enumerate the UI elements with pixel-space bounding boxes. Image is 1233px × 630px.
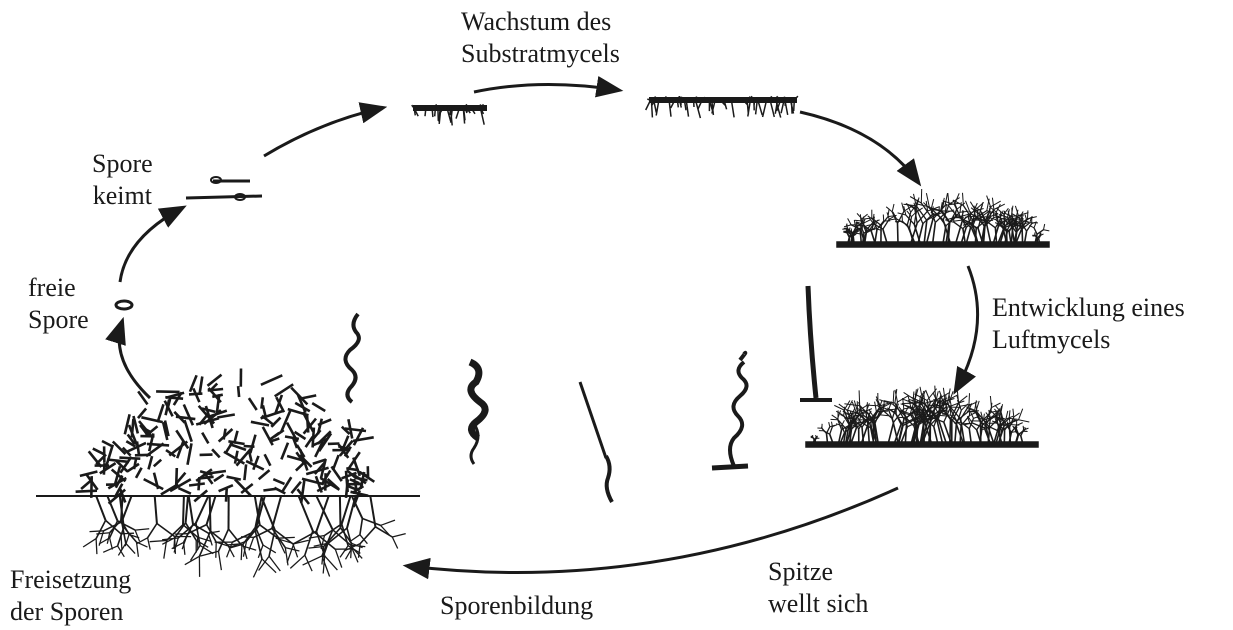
young-mycelium bbox=[412, 104, 486, 125]
straight-aerial-hypha bbox=[800, 286, 832, 400]
substrate-mycelium bbox=[646, 96, 798, 118]
label-free-spore: freie Spore bbox=[28, 272, 89, 336]
germinating-spore bbox=[186, 177, 262, 200]
label-aerial-mycelium: Entwicklung eines Luftmycels bbox=[992, 292, 1185, 356]
aerial-mycelium-tuft bbox=[837, 189, 1049, 247]
arrow-to-germling bbox=[264, 108, 382, 156]
label-spore-formation: Sporenbildung bbox=[440, 590, 593, 622]
label-growth-substrate-mycelium: Wachstum des Substratmycels bbox=[461, 6, 620, 70]
spore-chain-forming bbox=[580, 382, 612, 502]
arrow-aerial bbox=[956, 266, 978, 390]
label-tip-curls: Spitze wellt sich bbox=[768, 556, 868, 620]
spore-chain-coiled bbox=[470, 362, 485, 464]
cycle-arrows bbox=[119, 84, 977, 572]
arrow-release bbox=[119, 322, 150, 398]
free-spore bbox=[116, 301, 132, 309]
arrow-growth bbox=[474, 84, 618, 92]
arrow-germinate bbox=[120, 208, 182, 282]
arrow-to-substrate bbox=[800, 112, 918, 182]
curling-hypha-tip bbox=[712, 353, 748, 468]
label-spore-germinates: Spore keimt bbox=[92, 148, 153, 212]
label-spore-release: Freisetzung der Sporen bbox=[10, 564, 131, 628]
mature-colony bbox=[806, 386, 1038, 447]
spore-chain-released bbox=[345, 314, 358, 402]
sporulating-colony bbox=[36, 369, 420, 578]
